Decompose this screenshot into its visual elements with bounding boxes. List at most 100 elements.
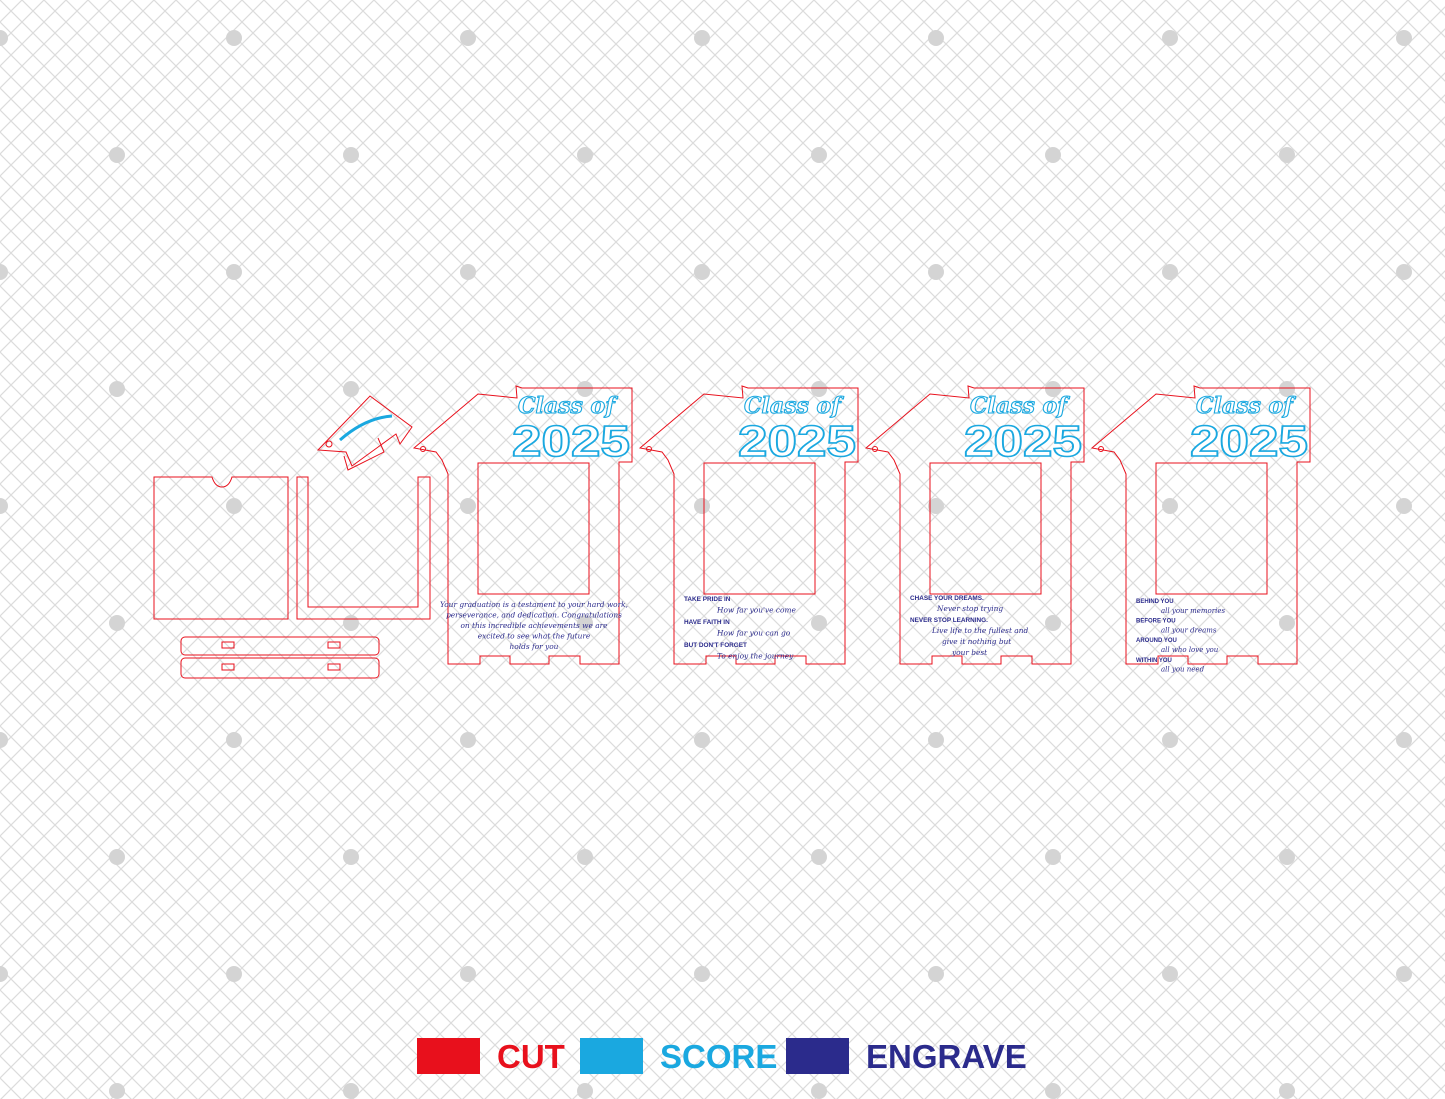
engrave-text-line: on this incredible achievements we are	[460, 621, 608, 630]
background-dot	[1045, 381, 1061, 397]
photo-window	[1155, 462, 1268, 595]
class-label: Class of	[970, 393, 1070, 419]
frame-outline	[638, 385, 859, 665]
background-dot	[1396, 732, 1412, 748]
background-dot	[1045, 147, 1061, 163]
background-dot	[1279, 381, 1295, 397]
frame-outline	[1090, 385, 1311, 665]
legend-cut-swatch	[417, 1038, 480, 1074]
engrave-text-line: CHASE YOUR DREAMS.	[910, 595, 984, 602]
engrave-text-line: all you need	[1161, 666, 1205, 674]
background-dot	[343, 381, 359, 397]
background-dot	[460, 264, 476, 280]
background-dot	[694, 264, 710, 280]
background-dot	[577, 615, 593, 631]
engrave-text-line: Your graduation is a testament to your h…	[440, 600, 628, 609]
photo-window	[477, 462, 590, 595]
background-dot	[1396, 30, 1412, 46]
engrave-text-line: NEVER STOP LEARNING.	[910, 617, 988, 624]
legend-engrave-swatch	[786, 1038, 849, 1074]
background-dot	[343, 849, 359, 865]
background-dot	[226, 732, 242, 748]
background-dot	[1162, 498, 1178, 514]
engrave-text-line: TAKE PRIDE IN	[684, 596, 731, 603]
base-strip-bottom	[180, 657, 380, 679]
background-dot	[226, 264, 242, 280]
background-dot	[1279, 147, 1295, 163]
year-label: 2025	[512, 417, 630, 466]
legend-score-swatch	[580, 1038, 643, 1074]
background-dot	[0, 30, 8, 46]
background-dot	[1162, 732, 1178, 748]
background-dot	[811, 849, 827, 865]
stand-back-panel	[153, 476, 289, 620]
cap-tassel-hole	[872, 446, 878, 452]
engrave-text-line: your best	[951, 648, 987, 657]
background-dot	[1162, 30, 1178, 46]
background-dot	[343, 1083, 359, 1099]
background-dot	[577, 381, 593, 397]
background-dot	[577, 147, 593, 163]
stand-side-panel	[296, 476, 431, 620]
engrave-text-line: How far you've come	[716, 606, 797, 615]
background-dot	[1279, 615, 1295, 631]
background-dot	[1045, 615, 1061, 631]
background-dot	[811, 1083, 827, 1099]
background-dot	[109, 1083, 125, 1099]
background-dot	[460, 30, 476, 46]
background-dot	[0, 732, 8, 748]
background-dot	[1162, 264, 1178, 280]
background-dot	[460, 732, 476, 748]
background-dot	[1162, 966, 1178, 982]
engrave-text-line: WITHIN YOU	[1136, 658, 1172, 664]
background-dot	[343, 147, 359, 163]
legend-cut-label: CUT	[497, 1038, 565, 1075]
background-dot	[811, 615, 827, 631]
photo-window	[929, 462, 1042, 595]
background-dot	[928, 30, 944, 46]
engrave-text-line: How far you can go	[716, 629, 791, 638]
background-dot	[928, 498, 944, 514]
engrave-text-line: give it nothing but	[942, 637, 1011, 646]
graduation-cap-piece	[316, 395, 413, 471]
background-dot	[811, 381, 827, 397]
class-label: Class of	[744, 393, 844, 419]
background-dot	[1279, 1083, 1295, 1099]
base-strip-top	[180, 636, 380, 656]
background-dot	[1045, 849, 1061, 865]
engrave-text-line: BEFORE YOU	[1136, 619, 1176, 625]
background-dot	[1396, 498, 1412, 514]
background-dot	[694, 30, 710, 46]
background-dot	[1396, 264, 1412, 280]
class-label: Class of	[1196, 393, 1296, 419]
background-dot	[694, 498, 710, 514]
background-dot	[109, 147, 125, 163]
year-label: 2025	[738, 417, 856, 466]
background-dot	[0, 498, 8, 514]
color-legend: CUT SCORE ENGRAVE	[417, 1038, 1057, 1076]
background-dot	[694, 732, 710, 748]
background-dot	[577, 849, 593, 865]
frame-outline	[412, 385, 633, 665]
engrave-text-line: all who love you	[1161, 646, 1219, 654]
background-dot	[460, 966, 476, 982]
background-dot	[226, 498, 242, 514]
engrave-text-line: BEHIND YOU	[1136, 599, 1174, 605]
background-dot	[460, 498, 476, 514]
engrave-text-line: perseverance, and dedication. Congratula…	[446, 611, 622, 620]
engrave-text-line: BUT DON'T FORGET	[684, 642, 747, 649]
legend-score-label: SCORE	[660, 1038, 778, 1075]
background-dot	[928, 732, 944, 748]
background-dot	[928, 264, 944, 280]
engrave-text-line: AROUND YOU	[1136, 638, 1177, 644]
engrave-text-line: holds for you	[510, 642, 559, 651]
background-dot	[1279, 849, 1295, 865]
cap-tassel-hole	[420, 446, 426, 452]
cap-tassel-hole	[646, 446, 652, 452]
background-dot	[0, 264, 8, 280]
